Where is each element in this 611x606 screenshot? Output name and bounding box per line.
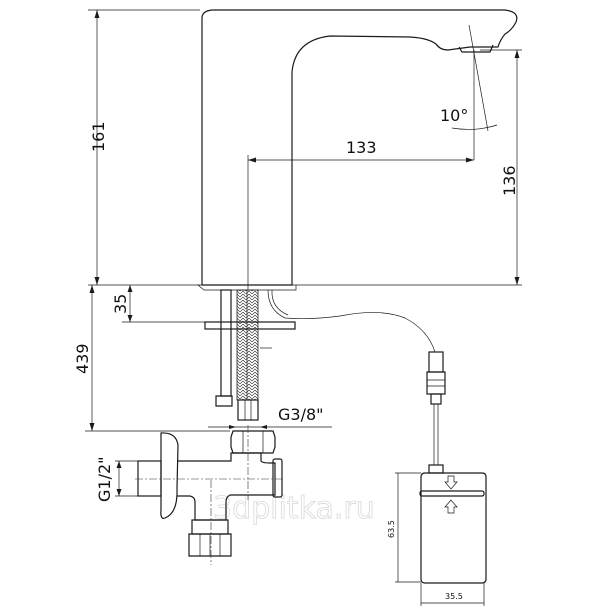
sensor-cable (267, 289, 446, 474)
dimension-spray-angle: 10° (440, 24, 498, 132)
label-total-height: 161 (89, 121, 108, 152)
dimension-total-height: 161 (88, 9, 200, 286)
faucet-body (197, 9, 518, 291)
label-box-height: 63.5 (387, 520, 396, 538)
label-deck-thickness: 35 (111, 294, 130, 314)
battery-box: 63.5 35.5 (387, 472, 487, 606)
label-spout-height: 136 (500, 165, 519, 196)
label-hose-length: 439 (73, 343, 92, 374)
label-spout-reach: 133 (346, 138, 377, 157)
dimension-hose-thread: G3/8" (208, 405, 332, 429)
label-hose-thread: G3/8" (278, 405, 324, 424)
arrow-up-icon (444, 499, 458, 514)
label-box-width: 35.5 (445, 592, 463, 601)
dimension-valve-thread: G1/2" (95, 456, 138, 502)
dimension-spout-height: 136 (296, 49, 522, 286)
label-valve-thread: G1/2" (95, 456, 114, 502)
braided-hoses (236, 289, 272, 421)
dimension-hose-length: 439 (73, 285, 230, 432)
angle-valve (135, 425, 285, 565)
dimension-deck-thickness: 35 (111, 285, 133, 322)
label-spray-angle: 10° (440, 106, 468, 125)
watermark: 3dplitka.ru (213, 491, 375, 526)
dimension-spout-reach: 133 (247, 50, 475, 290)
arrow-down-icon (444, 475, 458, 490)
